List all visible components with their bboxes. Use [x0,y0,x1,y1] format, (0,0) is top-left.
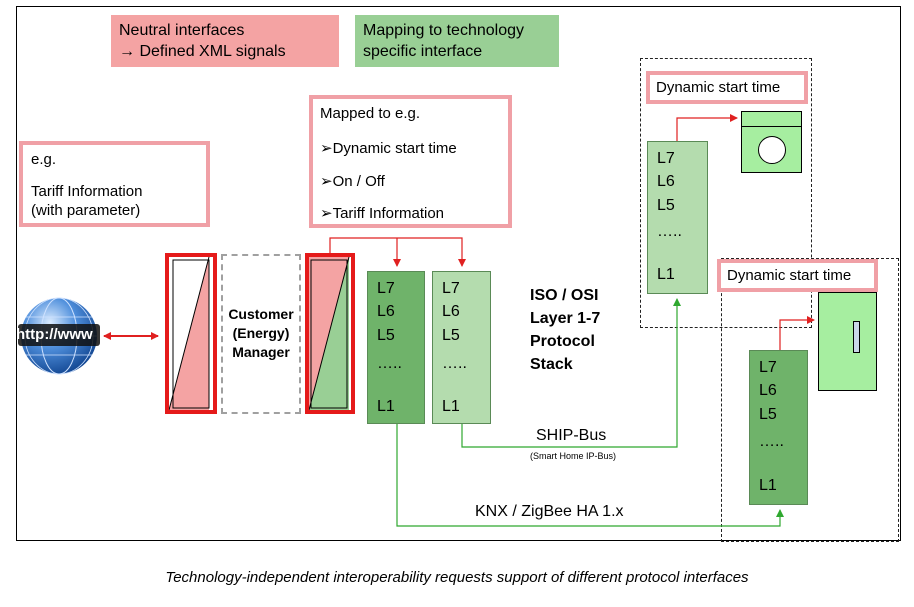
neutral-interface-left [165,253,217,414]
legend-neutral-interfaces: Neutral interfaces → Defined XML signals [111,15,339,67]
example-line1: e.g. [31,151,57,168]
stack-layer-l6: L6 [377,303,395,320]
refrigerator-icon [818,292,877,391]
globe-icon: http://www [16,295,100,377]
mapped-title: Mapped to e.g. [320,105,421,122]
stack-layer-l7: L7 [759,359,777,376]
ship-bus-sublabel: (Smart Home IP-Bus) [530,451,617,461]
iso-line1: ISO / OSI [530,287,599,304]
stack-layer-dots: ….. [657,223,682,240]
manager-line3: Manager [232,344,290,360]
protocol-stack-ship: L7 L6 L5 ….. L1 [432,271,491,424]
device-label-bottom: Dynamic start time [717,259,878,292]
device-group-bottom [721,258,899,542]
mapped-item-tariff: ➢Tariff Information [320,205,445,222]
ship-bus-label: SHIP-Bus [536,427,607,444]
stack-layer-dots: ….. [759,433,784,450]
mapped-to-box: Mapped to e.g. ➢Dynamic start time ➢On /… [309,95,512,228]
legend-neutral-line2: → Defined XML signals [119,43,286,60]
legend-mapping-line2: specific interface [363,43,483,60]
stack-layer-l1: L1 [442,398,460,415]
device-label-top: Dynamic start time [646,71,808,104]
legend-neutral-line1: Neutral interfaces [119,22,245,39]
stack-layer-l5: L5 [759,406,777,423]
stack-layer-l7: L7 [442,280,460,297]
stack-layer-dots: ….. [442,355,467,372]
iso-line4: Stack [530,356,573,373]
iso-line2: Layer 1-7 [530,310,601,327]
protocol-stack-device-top: L7 L6 L5 ….. L1 [647,141,708,294]
figure-caption: Technology-independent interoperability … [165,569,749,586]
device-group-top [640,58,812,328]
example-line2: Tariff Information [31,183,143,200]
device-label-bottom-text: Dynamic start time [727,267,852,284]
washing-machine-icon [741,111,802,173]
stack-layer-l7: L7 [377,280,395,297]
knx-bus-label: KNX / ZigBee HA 1.x [475,503,624,520]
iso-line3: Protocol [530,333,595,350]
stack-layer-l1: L1 [657,266,675,283]
legend-mapping-line1: Mapping to technology [363,22,524,39]
stack-layer-dots: ….. [377,355,402,372]
manager-line2: (Energy) [232,325,290,341]
stack-layer-l6: L6 [442,303,460,320]
stack-layer-l1: L1 [759,477,777,494]
example-box: e.g. Tariff Information (with parameter) [19,141,210,227]
stack-layer-l6: L6 [657,173,675,190]
stack-layer-l5: L5 [442,327,460,344]
stack-layer-l7: L7 [657,150,675,167]
protocol-stack-knx: L7 L6 L5 ….. L1 [367,271,425,424]
example-line3: (with parameter) [31,202,141,219]
device-label-top-text: Dynamic start time [656,79,781,96]
customer-energy-manager: Customer (Energy) Manager [221,254,301,414]
manager-line1: Customer [228,306,294,322]
stack-layer-l1: L1 [377,398,395,415]
legend-mapping: Mapping to technology specific interface [355,15,559,67]
stack-layer-l5: L5 [377,327,395,344]
iso-osi-label: ISO / OSI Layer 1-7 Protocol Stack [530,284,600,376]
stack-layer-l6: L6 [759,382,777,399]
mapped-item-dynamic-start: ➢Dynamic start time [320,140,457,157]
stack-layer-l5: L5 [657,197,675,214]
protocol-stack-device-bottom: L7 L6 L5 ….. L1 [749,350,808,505]
mapped-item-on-off: ➢On / Off [320,173,385,190]
mapping-interface-right [305,253,355,414]
globe-label: http://www [16,326,93,343]
